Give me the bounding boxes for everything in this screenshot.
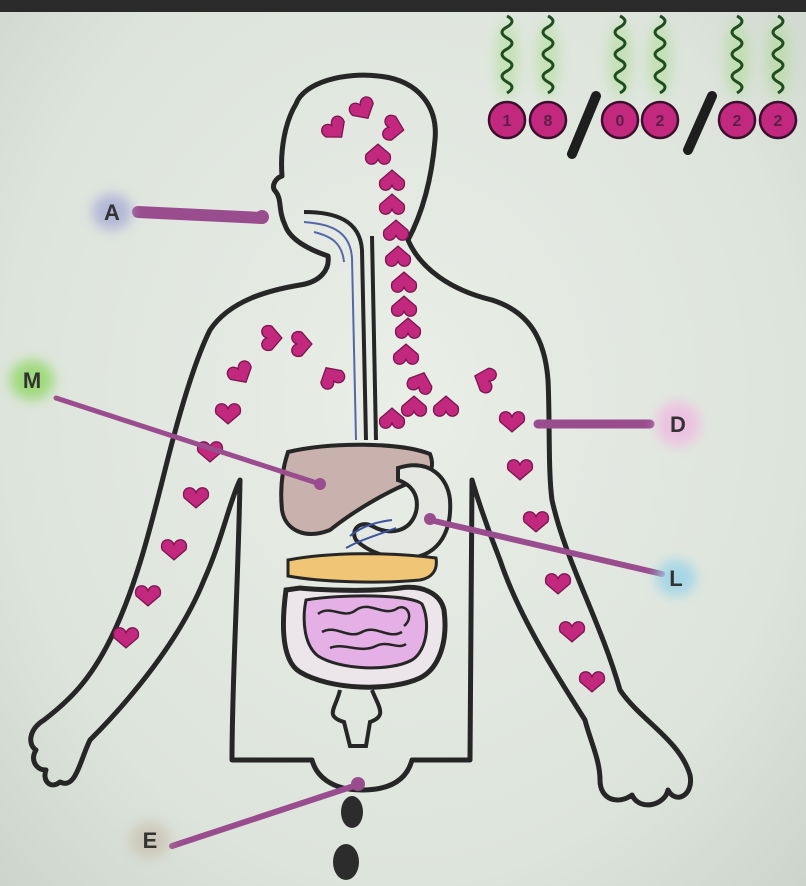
label-M: M [23,368,41,393]
heart-mark [161,540,186,560]
heart-mark [113,628,138,648]
heart-mark [262,325,282,350]
heart-mark [347,95,379,125]
pointer-L-tip [424,513,436,525]
body-outline [31,75,691,805]
heart-mark [365,144,390,164]
heart-mark [545,574,570,594]
pointer-M-tip [314,478,326,490]
heart-mark [433,396,458,416]
label-A: A [104,200,120,225]
esophagus-right [372,236,376,440]
pointer-L [430,520,662,574]
date-drawing [489,16,796,138]
heart-mark [215,404,240,424]
label-D: D [670,412,686,437]
heart-mark [382,114,406,142]
heart-mark [579,672,604,692]
heart-mark [135,586,160,606]
heart-mark [559,622,584,642]
heart-mark [401,396,426,416]
heart-mark [292,331,312,356]
heart-mark [391,296,416,316]
date-digit-3: 0 [616,113,625,130]
date-digit-2: 8 [544,113,553,130]
rectum [333,690,380,746]
pointer-A [138,212,262,218]
date-digit-1: 1 [503,113,512,130]
label-L: L [669,566,682,591]
feces-drop-2 [333,844,359,880]
heart-mark [379,408,404,428]
heart-mark [393,344,418,364]
heart-mark [405,369,435,396]
heart-mark [319,114,351,145]
pointer-A-tip [255,210,269,224]
pointer-E-tip [351,777,365,791]
heart-mark [383,220,408,240]
date-digit-4: 2 [656,113,665,130]
heart-mark [225,359,257,389]
heart-mark [471,364,498,394]
heart-mark [523,512,548,532]
heart-mark [395,318,420,338]
heart-mark [385,246,410,266]
date-slash-1 [572,96,596,154]
date-digit-5: 2 [733,113,742,130]
heart-mark [183,488,208,508]
feces-drop-1 [341,796,363,828]
pointer-M [56,398,320,484]
heart-mark [379,194,404,214]
heart-mark [391,272,416,292]
label-E: E [143,828,158,853]
heart-mark [499,412,524,432]
heart-mark [507,460,532,480]
date-slash-2 [688,96,712,150]
heart-mark [315,361,347,391]
heart-mark [379,170,404,190]
esophagus [304,212,366,440]
pointer-E [172,784,360,846]
date-digit-6: 2 [774,113,783,130]
pancreas [288,554,436,582]
